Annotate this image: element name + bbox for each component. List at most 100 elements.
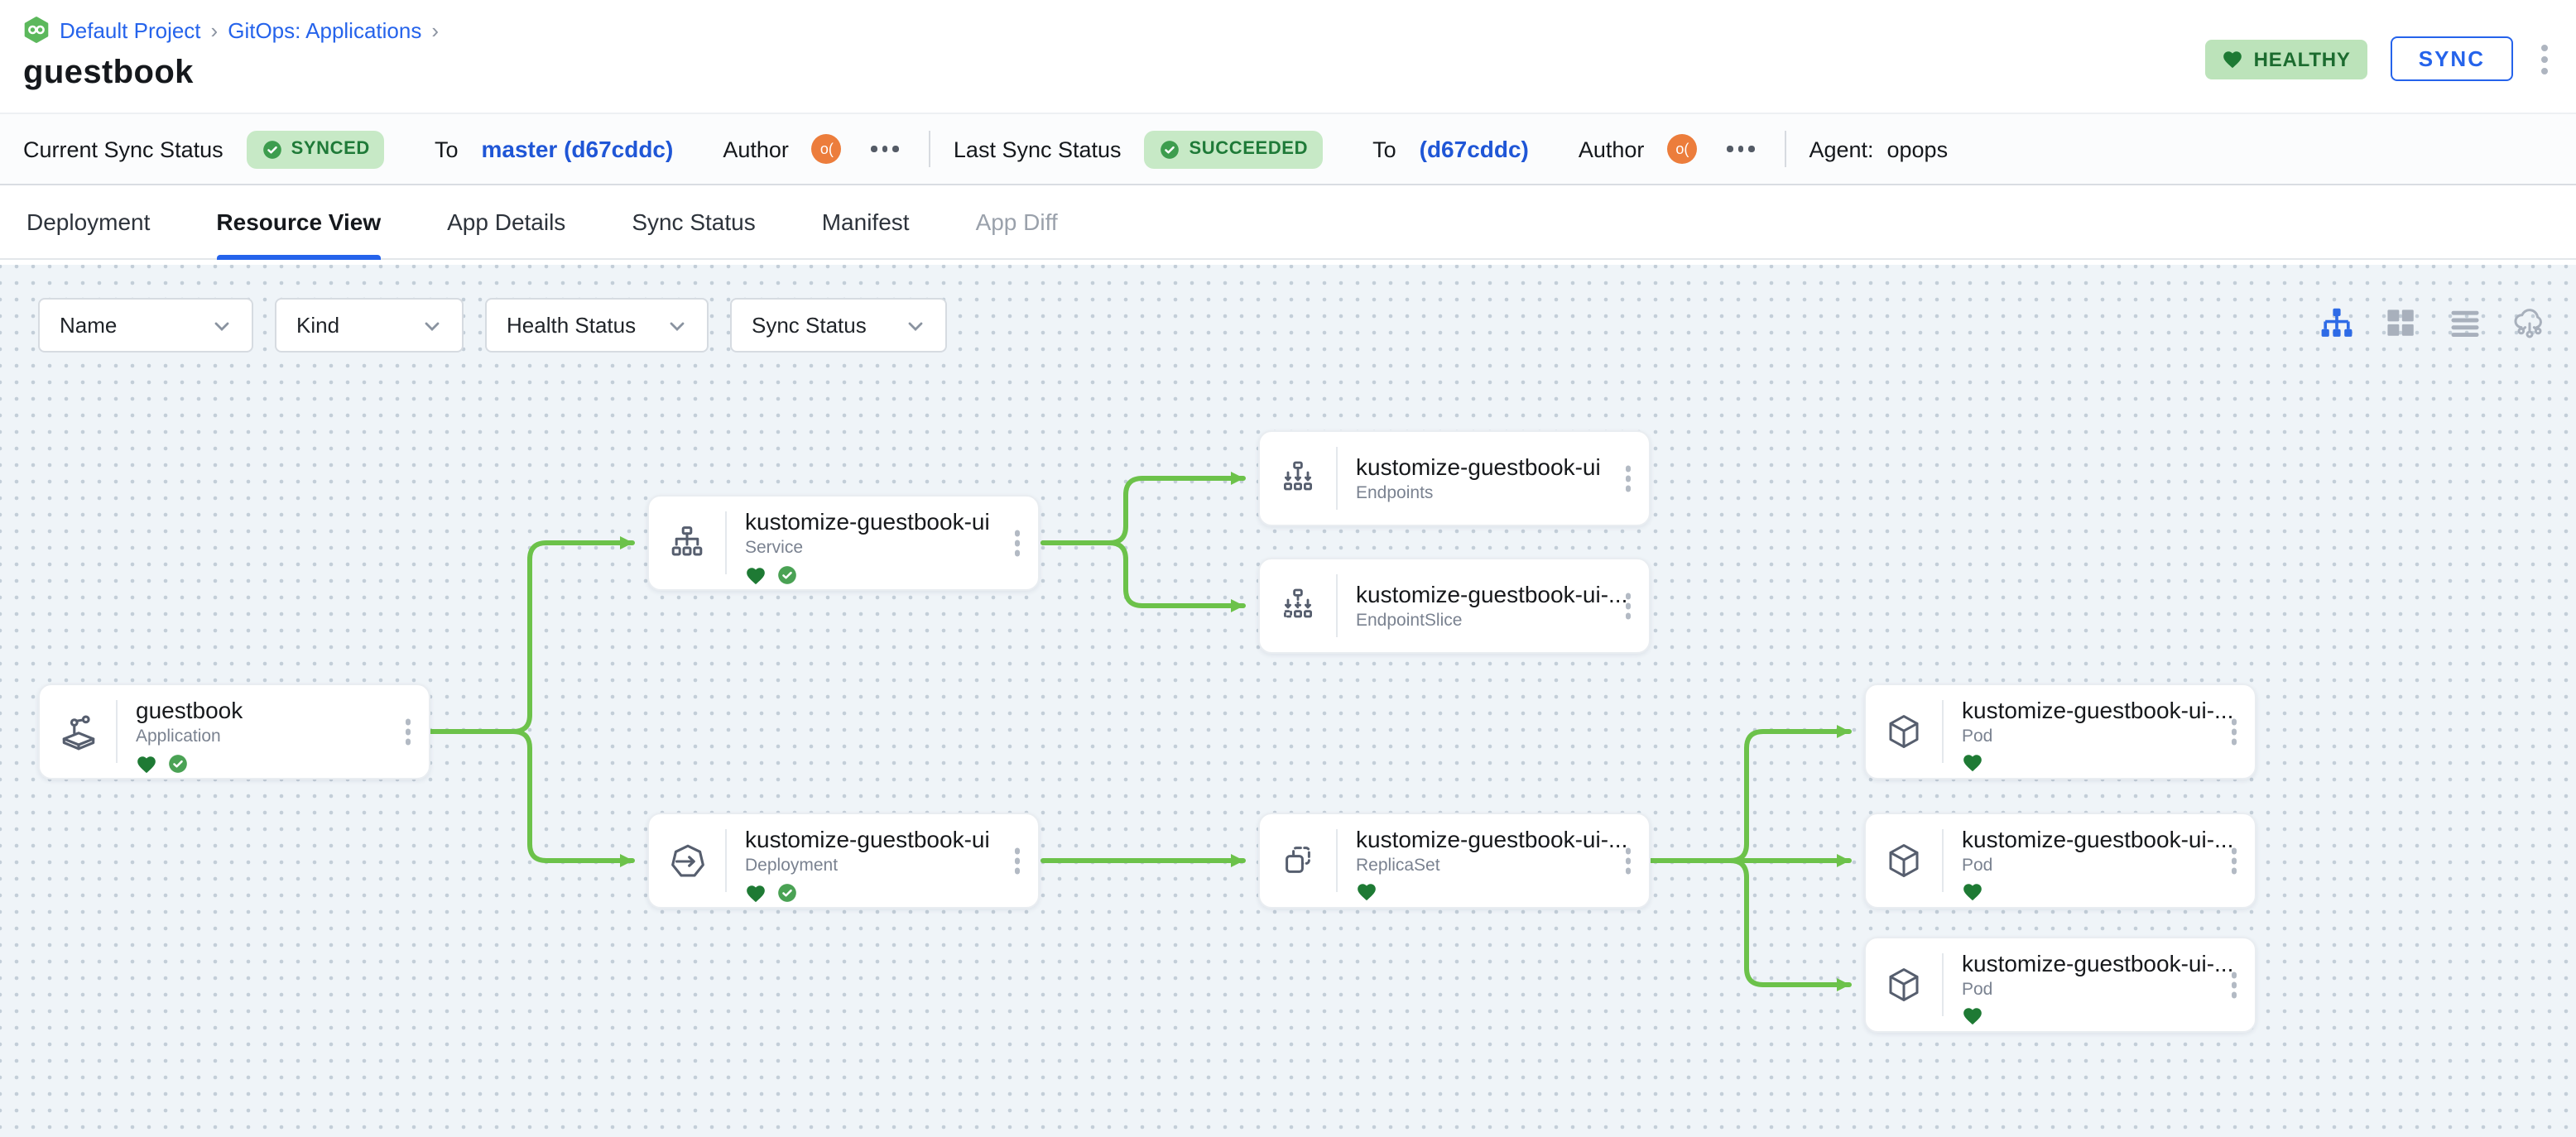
node-title: kustomize-guestbook-ui bbox=[745, 826, 990, 852]
pod-icon bbox=[1889, 844, 1919, 877]
application-icon bbox=[61, 714, 94, 750]
node-replicaset[interactable]: kustomize-guestbook-ui-... ReplicaSet bbox=[1258, 813, 1651, 909]
breadcrumb-section[interactable]: GitOps: Applications bbox=[228, 17, 422, 42]
healthy-heart-icon bbox=[1963, 884, 1982, 901]
tab-app-diff[interactable]: App Diff bbox=[975, 209, 1058, 235]
pod-icon bbox=[1889, 968, 1919, 1001]
tab-bar: Deployment Resource View App Details Syn… bbox=[0, 185, 2576, 260]
healthy-heart-icon bbox=[747, 567, 765, 584]
filter-sync-status-select[interactable]: Sync Status bbox=[730, 298, 947, 353]
filter-bar: Name Kind Health Status Sync Status bbox=[38, 298, 947, 353]
sync-button[interactable]: SYNC bbox=[2390, 36, 2513, 81]
tree-view-icon[interactable] bbox=[2314, 301, 2357, 344]
divider bbox=[1784, 131, 1786, 167]
pod-icon bbox=[1889, 715, 1919, 748]
page-title: guestbook bbox=[23, 55, 194, 91]
node-title: kustomize-guestbook-ui-... bbox=[1356, 581, 1628, 607]
page-header: Default Project › GitOps: Applications ›… bbox=[0, 0, 2576, 113]
node-kind: EndpointSlice bbox=[1356, 611, 1463, 631]
node-title: kustomize-guestbook-ui-... bbox=[1962, 950, 2234, 976]
cluster-view-icon[interactable] bbox=[2508, 301, 2551, 344]
resource-tree-canvas[interactable]: Name Kind Health Status Sync Status bbox=[0, 265, 2576, 1137]
tab-resource-view[interactable]: Resource View bbox=[216, 185, 382, 259]
node-kebab-icon[interactable] bbox=[2226, 967, 2242, 1003]
check-circle-icon bbox=[262, 140, 281, 158]
node-kind: Endpoints bbox=[1356, 483, 1434, 503]
chevron-down-icon bbox=[425, 321, 440, 330]
node-kebab-icon[interactable] bbox=[2226, 843, 2242, 879]
agent-label: Agent: bbox=[1809, 137, 1874, 161]
sync-status-bar: Current Sync Status SYNCED To master (d6… bbox=[0, 113, 2576, 185]
tab-deployment[interactable]: Deployment bbox=[26, 209, 151, 235]
more-icon[interactable] bbox=[865, 140, 906, 159]
tab-sync-status[interactable]: Sync Status bbox=[632, 209, 756, 235]
node-pod-3[interactable]: kustomize-guestbook-ui-... Pod bbox=[1864, 937, 2256, 1033]
node-title: kustomize-guestbook-ui bbox=[745, 508, 990, 535]
tab-manifest[interactable]: Manifest bbox=[821, 209, 910, 235]
health-status-badge: HEALTHY bbox=[2205, 39, 2367, 79]
node-kind: Application bbox=[136, 727, 221, 746]
healthy-heart-icon bbox=[1963, 1008, 1982, 1025]
node-kebab-icon[interactable] bbox=[1620, 461, 1636, 497]
heart-icon bbox=[2223, 50, 2242, 68]
deployment-icon bbox=[670, 843, 704, 876]
node-kind: Pod bbox=[1962, 856, 1993, 876]
node-kebab-icon[interactable] bbox=[1009, 843, 1025, 879]
agent-value: opops bbox=[1886, 137, 1949, 161]
health-badge-label: HEALTHY bbox=[2253, 47, 2351, 70]
node-deployment[interactable]: kustomize-guestbook-ui Deployment bbox=[647, 813, 1040, 909]
node-service[interactable]: kustomize-guestbook-ui Service bbox=[647, 495, 1040, 591]
chevron-down-icon bbox=[670, 321, 685, 330]
node-title: guestbook bbox=[136, 697, 243, 723]
breadcrumb-separator: › bbox=[210, 17, 219, 42]
filter-kind-select[interactable]: Kind bbox=[275, 298, 464, 353]
node-endpoints[interactable]: kustomize-guestbook-ui Endpoints bbox=[1258, 430, 1651, 526]
header-kebab-menu-icon[interactable] bbox=[2536, 39, 2553, 79]
chevron-down-icon bbox=[908, 321, 923, 330]
healthy-heart-icon bbox=[747, 885, 765, 902]
node-kind: ReplicaSet bbox=[1356, 856, 1440, 876]
tab-app-details[interactable]: App Details bbox=[447, 209, 566, 235]
synced-check-icon bbox=[778, 566, 796, 584]
grid-view-icon[interactable] bbox=[2379, 301, 2422, 344]
node-pod-1[interactable]: kustomize-guestbook-ui-... Pod bbox=[1864, 684, 2256, 780]
current-sync-status-label: Current Sync Status bbox=[23, 137, 223, 161]
divider bbox=[928, 131, 930, 167]
filter-health-status-select[interactable]: Health Status bbox=[485, 298, 709, 353]
last-sync-target-link[interactable]: (d67cddc) bbox=[1419, 136, 1529, 162]
endpoints-icon bbox=[1283, 461, 1313, 491]
author-avatar: o( bbox=[1667, 134, 1698, 164]
list-view-icon[interactable] bbox=[2444, 301, 2487, 344]
node-application-guestbook[interactable]: guestbook Application bbox=[38, 684, 430, 780]
chevron-down-icon bbox=[214, 321, 229, 330]
more-icon[interactable] bbox=[1720, 140, 1761, 159]
breadcrumb-project[interactable]: Default Project bbox=[60, 17, 201, 42]
current-sync-status-badge: SYNCED bbox=[246, 130, 385, 168]
author-label: Author bbox=[1578, 137, 1645, 161]
filter-name-select[interactable]: Name bbox=[38, 298, 253, 353]
endpointslice-icon bbox=[1283, 588, 1313, 618]
node-title: kustomize-guestbook-ui-... bbox=[1962, 826, 2234, 852]
node-kind: Pod bbox=[1962, 980, 1993, 1000]
synced-check-icon bbox=[778, 884, 796, 902]
healthy-heart-icon bbox=[1358, 884, 1376, 901]
node-pod-2[interactable]: kustomize-guestbook-ui-... Pod bbox=[1864, 813, 2256, 909]
gitops-logo-icon bbox=[24, 17, 49, 43]
node-endpointslice[interactable]: kustomize-guestbook-ui-... EndpointSlice bbox=[1258, 558, 1651, 654]
node-kebab-icon[interactable] bbox=[400, 714, 416, 750]
service-icon bbox=[671, 526, 703, 556]
node-kind: Pod bbox=[1962, 727, 1993, 746]
node-kebab-icon[interactable] bbox=[1620, 588, 1636, 624]
header-actions: HEALTHY SYNC bbox=[2205, 36, 2553, 81]
to-label: To bbox=[1372, 137, 1396, 161]
node-kebab-icon[interactable] bbox=[2226, 714, 2242, 750]
node-kind: Service bbox=[745, 538, 804, 558]
node-title: kustomize-guestbook-ui bbox=[1356, 453, 1601, 480]
replicaset-icon bbox=[1286, 847, 1310, 873]
synced-check-icon bbox=[169, 755, 187, 773]
node-kebab-icon[interactable] bbox=[1620, 843, 1636, 879]
current-sync-target-link[interactable]: master (d67cddc) bbox=[481, 136, 674, 162]
healthy-heart-icon bbox=[1963, 755, 1982, 772]
node-kebab-icon[interactable] bbox=[1009, 525, 1025, 561]
